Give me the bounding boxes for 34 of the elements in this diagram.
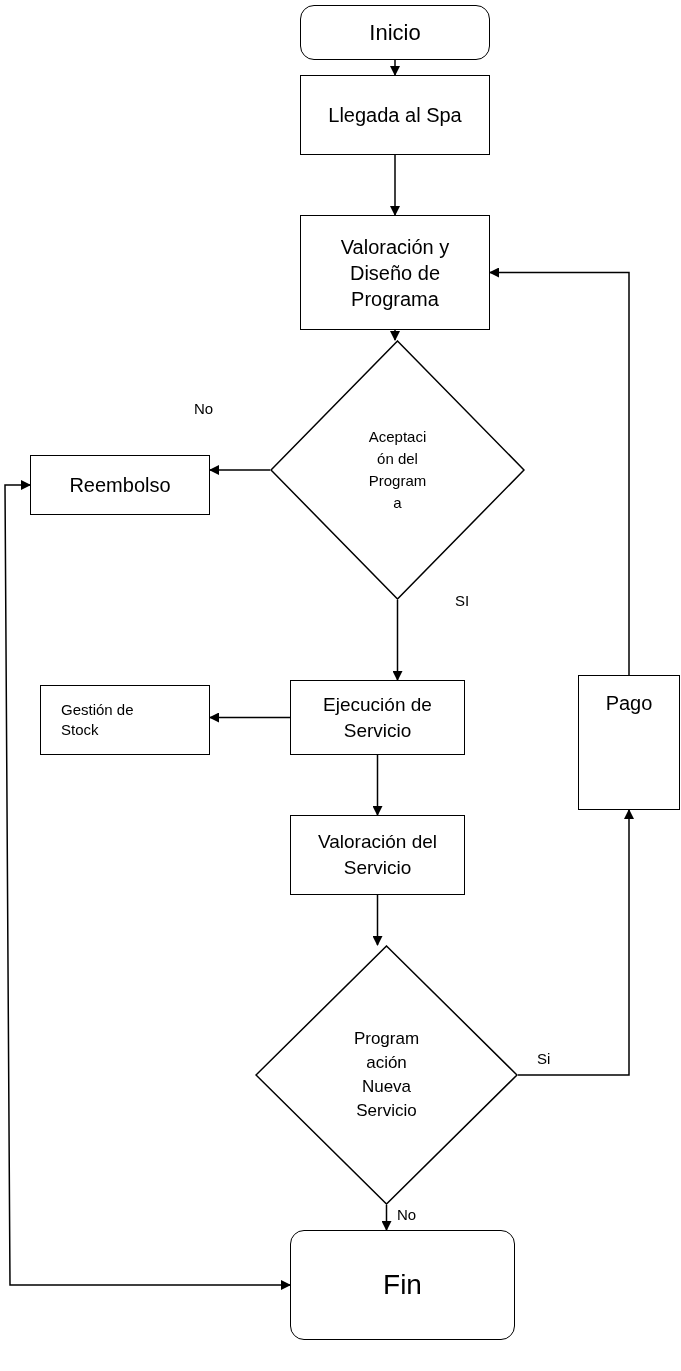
- arrow: [390, 154, 400, 216]
- end-terminal: [290, 1230, 515, 1340]
- arrow: [390, 329, 400, 341]
- arrow: [390, 59, 400, 76]
- edge-label: Si: [535, 1050, 553, 1067]
- node-label: Llegada al Spa: [328, 103, 462, 128]
- node-label: Pago: [605, 691, 653, 716]
- process-box: [300, 215, 490, 330]
- node-label: Programación Nueva Servicio: [353, 1028, 420, 1122]
- start-terminal: [300, 5, 490, 60]
- node-label: Gestión de Stock: [61, 700, 135, 740]
- process-box: [290, 815, 465, 895]
- node-label: Fin: [383, 1268, 422, 1302]
- node-label: Ejecución de Servicio: [322, 692, 433, 743]
- arrow: [372, 754, 383, 816]
- arrow: [372, 894, 383, 946]
- arrow: [209, 465, 271, 475]
- arrow: [392, 599, 403, 681]
- process-box: [290, 680, 465, 755]
- node-label: Aceptación del Programa: [367, 427, 428, 513]
- node-label: Inicio: [369, 19, 421, 47]
- arrow: [4, 480, 291, 1290]
- arrow: [489, 267, 630, 676]
- process-box: [40, 685, 210, 755]
- process-box: [578, 675, 680, 810]
- process-box: [300, 75, 490, 155]
- process-box: [30, 455, 210, 515]
- arrow: [517, 809, 634, 1076]
- decision-diamond: [255, 945, 518, 1205]
- arrow: [209, 712, 291, 723]
- node-label: Reembolso: [69, 473, 171, 498]
- node-label: Valoración y Diseño de Programa: [339, 234, 451, 312]
- arrow: [381, 1204, 392, 1231]
- node-label: Valoración del Servicio: [317, 830, 438, 880]
